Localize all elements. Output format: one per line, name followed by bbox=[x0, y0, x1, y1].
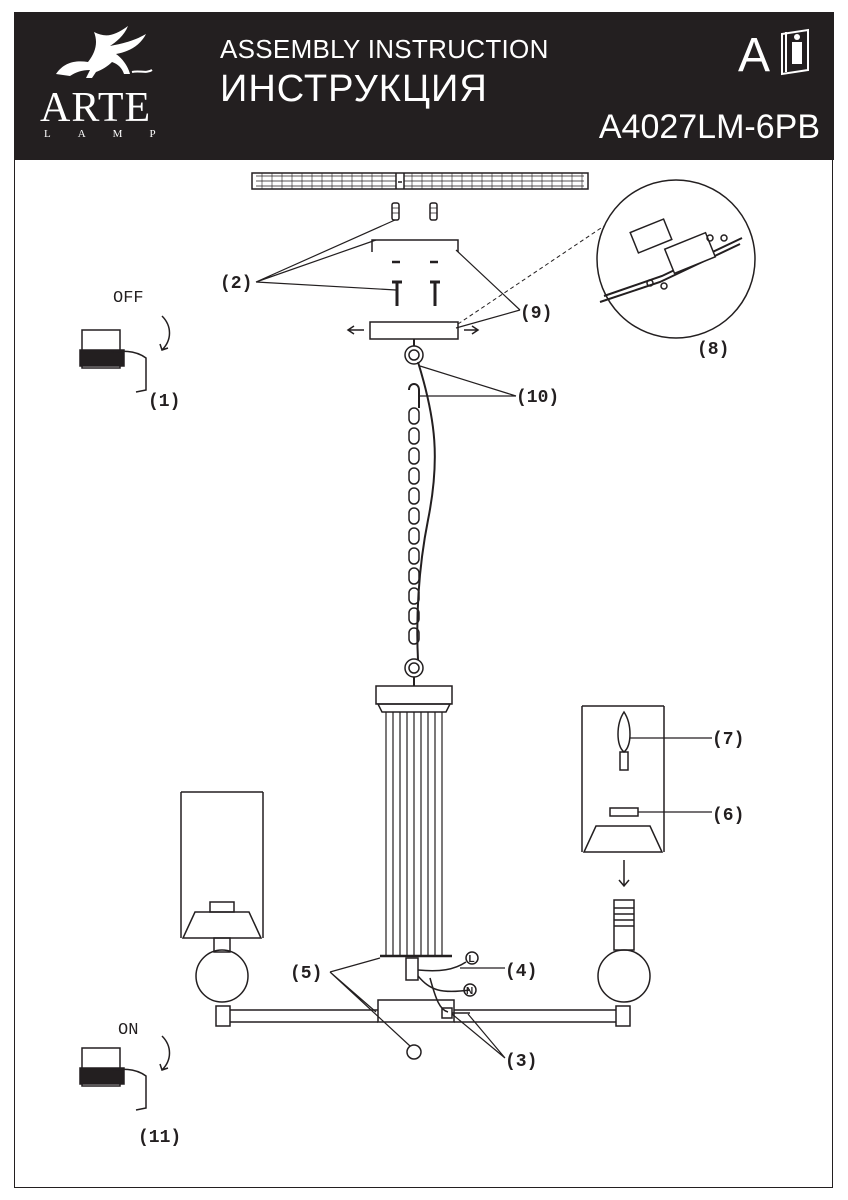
title-english: ASSEMBLY INSTRUCTION bbox=[220, 34, 549, 64]
switch-off-label: OFF bbox=[113, 289, 144, 308]
callout-6: (6) bbox=[712, 806, 744, 826]
wire-mark-neutral: N bbox=[466, 986, 473, 997]
callout-11: (11) bbox=[138, 1128, 181, 1148]
leader-lines bbox=[255, 219, 712, 1059]
wire-mark-live: L bbox=[469, 954, 475, 965]
brand-subtitle: LAMP bbox=[44, 128, 183, 140]
switch-on-label: ON bbox=[118, 1021, 138, 1040]
chain bbox=[404, 383, 424, 686]
power-cable bbox=[416, 361, 436, 661]
left-lamp bbox=[180, 791, 264, 1003]
header-bar bbox=[14, 12, 834, 160]
language-letter: A bbox=[737, 29, 770, 82]
canopy-hook bbox=[404, 339, 424, 365]
callout-7: (7) bbox=[712, 730, 744, 750]
callout-8: (8) bbox=[697, 340, 729, 360]
connection-wires bbox=[417, 961, 471, 1019]
wall-plugs bbox=[391, 202, 438, 221]
arms bbox=[215, 999, 631, 1060]
callout-9: (9) bbox=[520, 304, 552, 324]
switch-on-icon bbox=[79, 1035, 171, 1111]
model-number: A4027LM-6PB bbox=[598, 108, 820, 146]
wire-connection-detail bbox=[457, 179, 756, 339]
right-lamp bbox=[581, 705, 665, 1003]
callout-1: (1) bbox=[148, 392, 180, 412]
callout-3: (3) bbox=[505, 1052, 537, 1072]
wire-marks bbox=[463, 951, 479, 997]
callout-4: (4) bbox=[505, 962, 537, 982]
canopy bbox=[346, 321, 480, 340]
screws bbox=[392, 280, 440, 306]
callout-5: (5) bbox=[290, 964, 322, 984]
info-book-icon bbox=[781, 28, 809, 76]
lamp-body bbox=[375, 685, 453, 981]
callout-2: (2) bbox=[220, 274, 252, 294]
ceiling-hatch bbox=[251, 172, 589, 190]
switch-off-icon bbox=[79, 315, 171, 393]
mounting-bracket bbox=[371, 239, 459, 264]
callout-10: (10) bbox=[516, 388, 559, 408]
brand-name: ARTE bbox=[40, 85, 152, 131]
griffin-logo-icon bbox=[56, 26, 153, 78]
title-russian: ИНСТРУКЦИЯ bbox=[220, 68, 488, 110]
